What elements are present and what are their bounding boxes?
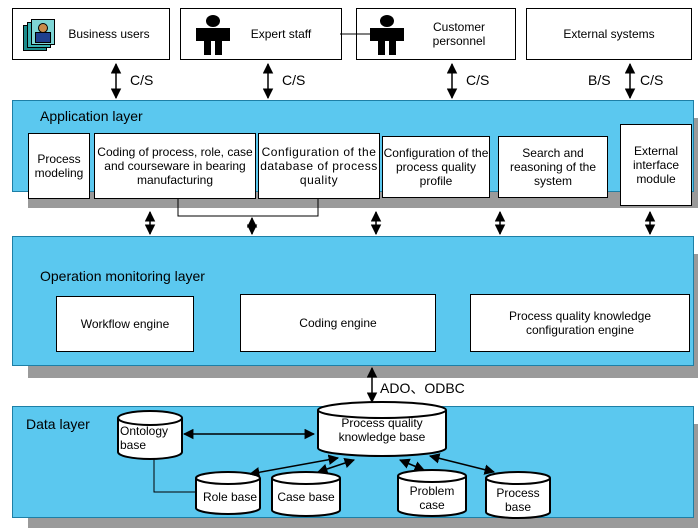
business-users-box: Business users — [12, 8, 170, 60]
external-systems-box: External systems — [526, 8, 692, 60]
external-systems-label: External systems — [563, 27, 655, 41]
protocol-cs-expert: C/S — [282, 72, 306, 88]
person-icon — [367, 15, 407, 55]
pq-config-engine-box: Process quality knowledge configuration … — [470, 294, 690, 352]
pq-config-engine-label: Process quality knowledge configuration … — [508, 309, 652, 337]
role-base-label: Role base — [202, 490, 258, 504]
protocol-cs-customer: C/S — [466, 72, 490, 88]
business-users-label: Business users — [68, 27, 150, 41]
expert-staff-box: Expert staff — [180, 8, 342, 60]
ontology-label: Ontology base — [120, 424, 169, 452]
process-modeling-box: Process modeling — [28, 133, 90, 199]
pq-kb-cylinder — [317, 401, 447, 457]
data-layer-title: Data layer — [26, 416, 90, 432]
pq-kb-label: Process quality knowledge base — [338, 416, 426, 444]
process-modeling-label: Process modeling — [34, 152, 84, 180]
person-icon — [193, 15, 233, 55]
expert-staff-label: Expert staff — [250, 27, 312, 41]
external-interface-box: External interface module — [620, 124, 692, 206]
customer-personnel-label: Customer personnel — [432, 20, 486, 48]
external-interface-label: External interface module — [632, 144, 680, 186]
process-base-label: Process base — [496, 486, 540, 514]
case-base-label: Case base — [277, 490, 335, 504]
workflow-engine-box: Workflow engine — [56, 296, 194, 352]
arrow-kb-case — [317, 458, 355, 474]
ontology-cylinder — [117, 410, 183, 460]
users-icon — [23, 19, 55, 51]
customer-personnel-box: Customer personnel — [356, 8, 516, 60]
workflow-engine-label: Workflow engine — [80, 317, 170, 331]
coding-engine-box: Coding engine — [240, 294, 436, 352]
configuration-profile-box: Configuration of the process quality pro… — [382, 136, 490, 198]
arrow-kb-process — [428, 453, 496, 475]
configuration-db-box: Configuration of the database of process… — [258, 133, 380, 199]
coding-engine-label: Coding engine — [299, 316, 377, 330]
problem-case-label: Problem case — [409, 484, 455, 512]
application-layer-title: Application layer — [40, 108, 143, 124]
coding-box: Coding of process, role, case and course… — [94, 133, 256, 199]
protocol-ado-odbc: ADO、ODBC — [380, 380, 465, 396]
ontology-role-link — [153, 458, 196, 493]
search-reasoning-label: Search and reasoning of the system — [509, 146, 597, 188]
arrow-kb-problem — [399, 458, 425, 472]
coding-label: Coding of process, role, case and course… — [97, 145, 253, 187]
module-bracket — [177, 199, 319, 217]
configuration-db-label: Configuration of the database of process… — [260, 145, 378, 187]
operation-layer-title: Operation monitoring layer — [40, 268, 205, 284]
configuration-profile-label: Configuration of the process quality pro… — [383, 146, 489, 188]
protocol-cs-business: C/S — [130, 72, 154, 88]
role-cylinder — [195, 471, 261, 515]
protocol-bs-external: B/S — [588, 72, 611, 88]
protocol-cs-external: C/S — [640, 72, 664, 88]
search-reasoning-box: Search and reasoning of the system — [498, 136, 608, 198]
process-base-cylinder — [485, 471, 551, 519]
